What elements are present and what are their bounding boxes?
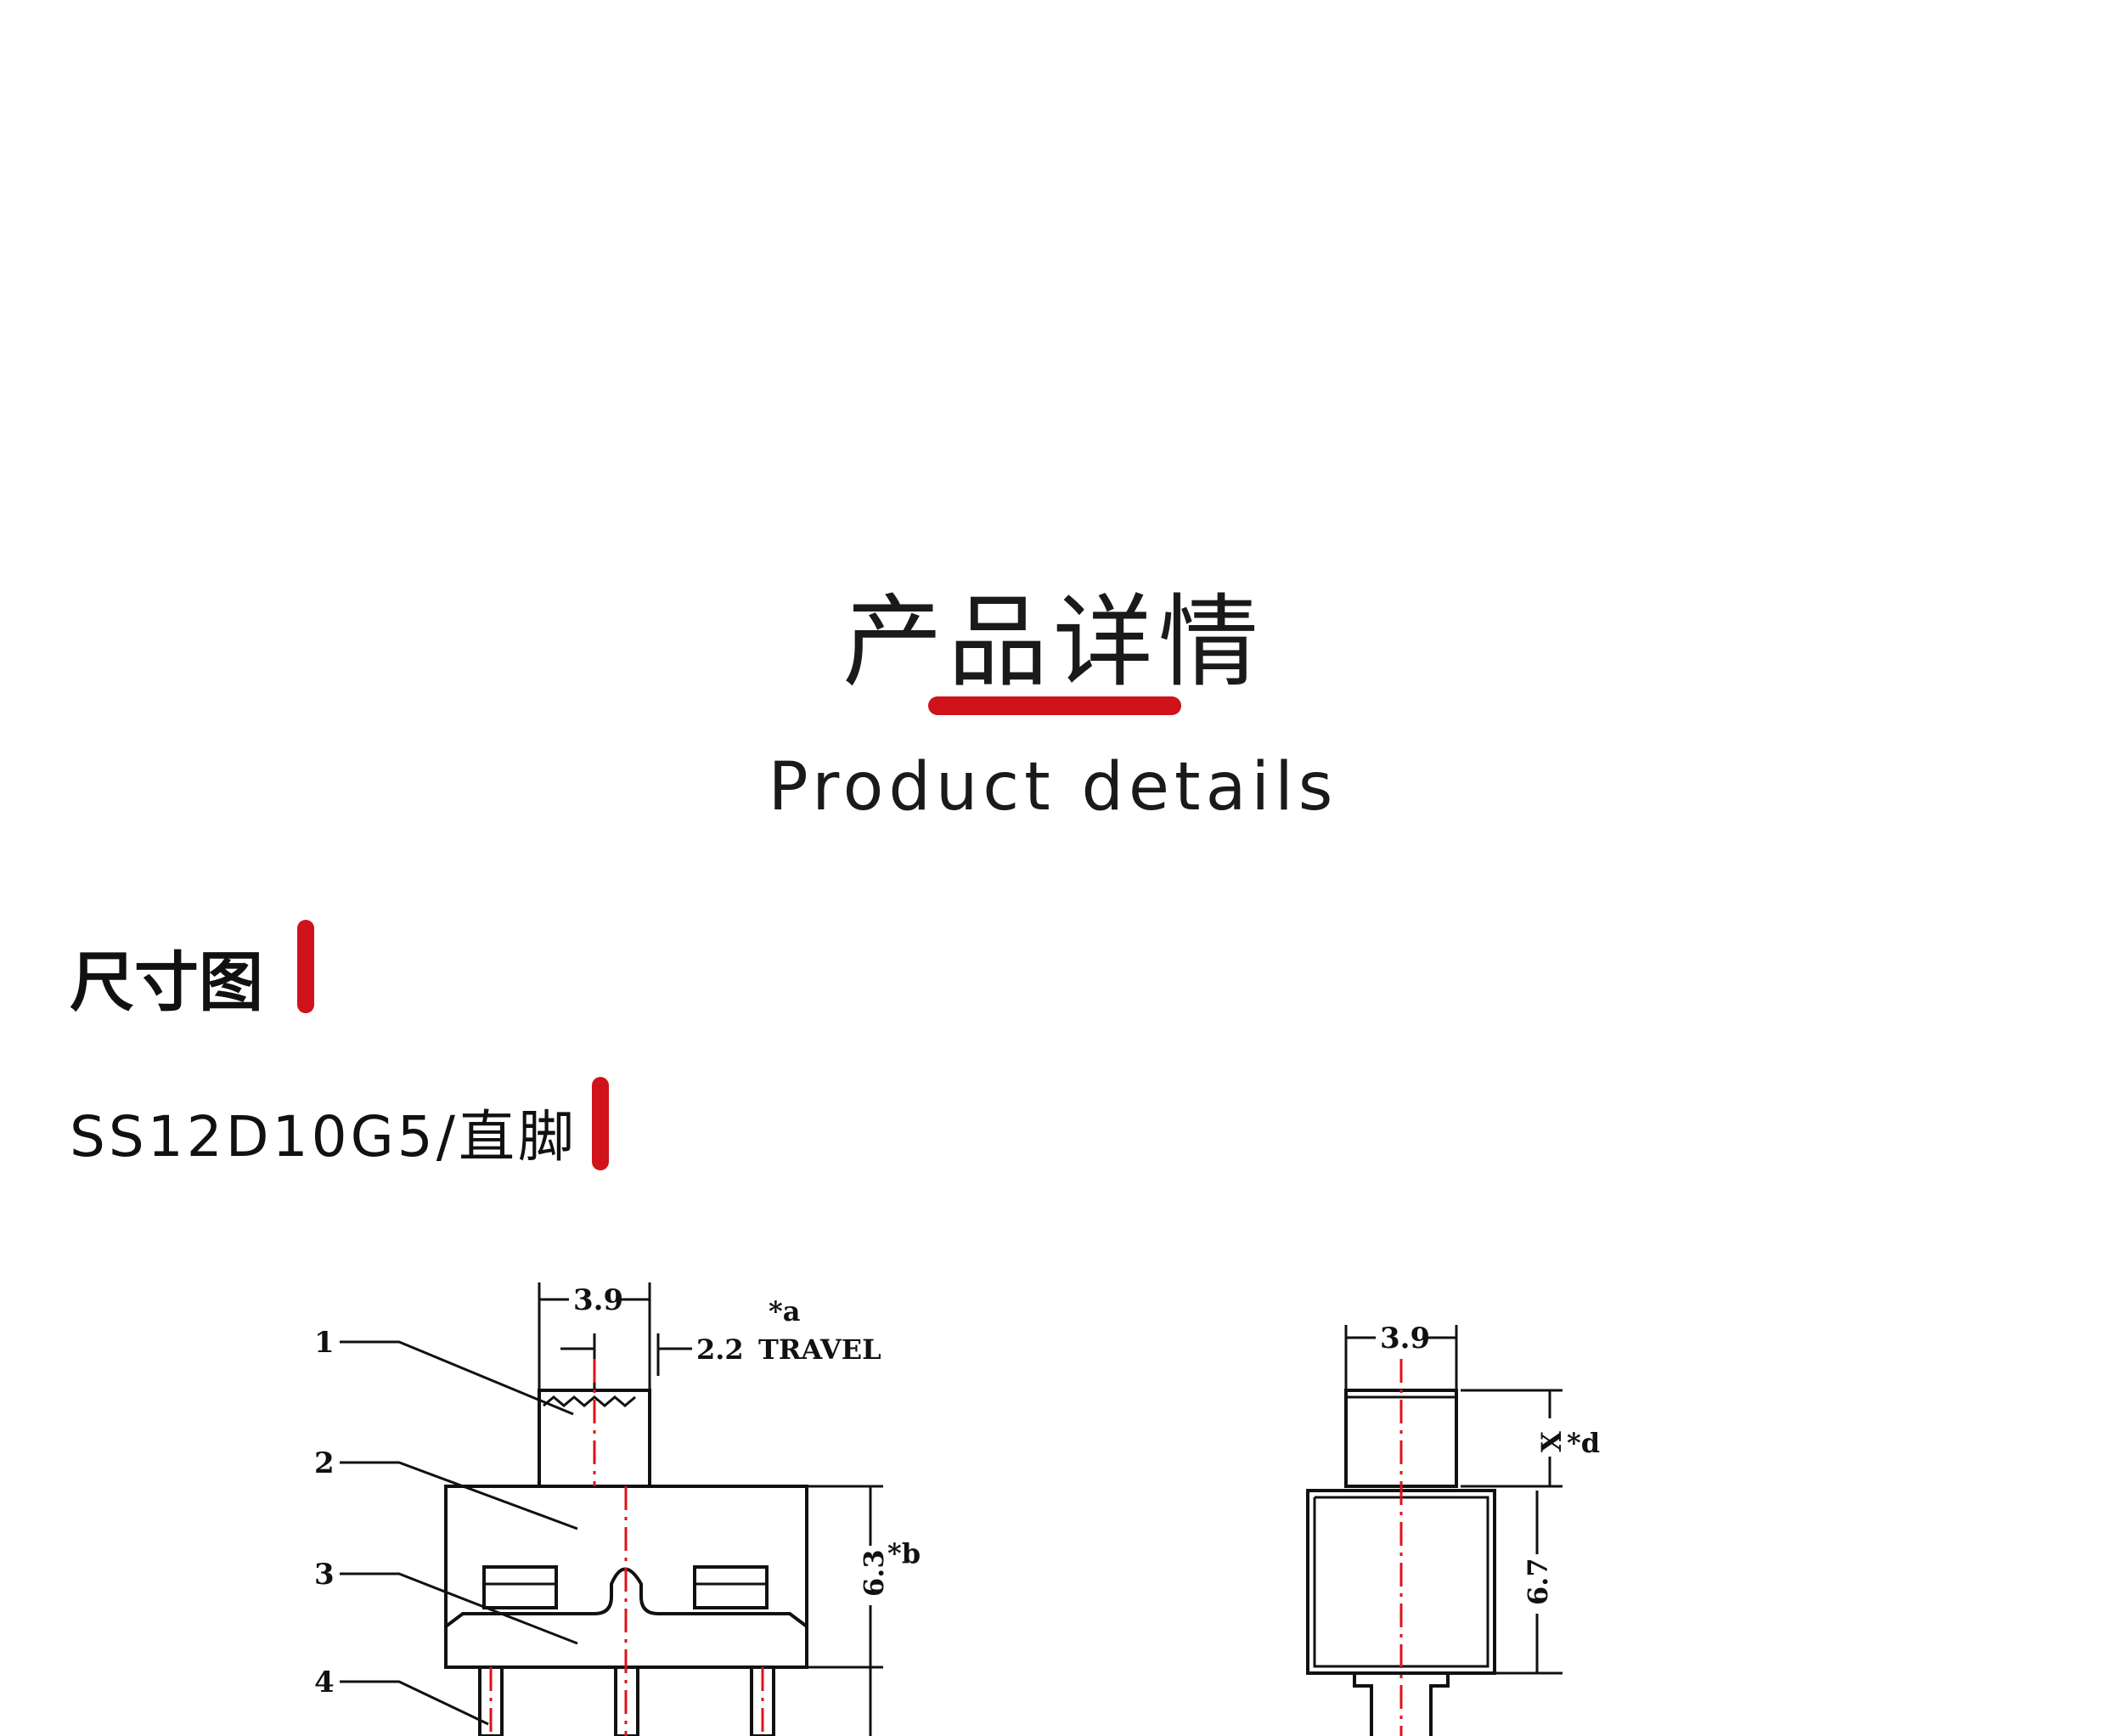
- model-label: SS12D10G5/直脚: [70, 1104, 577, 1170]
- travel-dim: 2.2: [696, 1333, 744, 1366]
- section-heading: 尺寸图: [70, 944, 263, 1020]
- note-b: *b: [887, 1537, 921, 1570]
- page-title-cn: 产品详情: [842, 583, 1264, 701]
- side-width-dim: 3.9: [1380, 1322, 1430, 1356]
- callout-1: 1: [314, 1326, 335, 1360]
- front-width-dim: 3.9: [573, 1283, 623, 1317]
- side-x-dim: X: [1535, 1431, 1568, 1452]
- side-height-dim: 6.7: [1522, 1558, 1554, 1605]
- callout-4: 4: [314, 1666, 335, 1699]
- title-underline-bar: [928, 696, 1181, 715]
- travel-label: TRAVEL: [758, 1333, 881, 1366]
- page-title-en: Product details: [768, 749, 1338, 826]
- section-heading-bar: [297, 920, 314, 1013]
- front-height-dim: 6.3: [858, 1549, 890, 1597]
- callout-3: 3: [314, 1558, 335, 1592]
- model-label-bar: [592, 1077, 609, 1170]
- dimension-drawing: 1 2 3 4 3.9 *a 2.2 TRAVEL 6.3 *b 3.9 X *…: [314, 1282, 1600, 1736]
- callout-2: 2: [314, 1446, 335, 1480]
- note-d: *d: [1567, 1427, 1600, 1459]
- note-a: *a: [769, 1295, 800, 1327]
